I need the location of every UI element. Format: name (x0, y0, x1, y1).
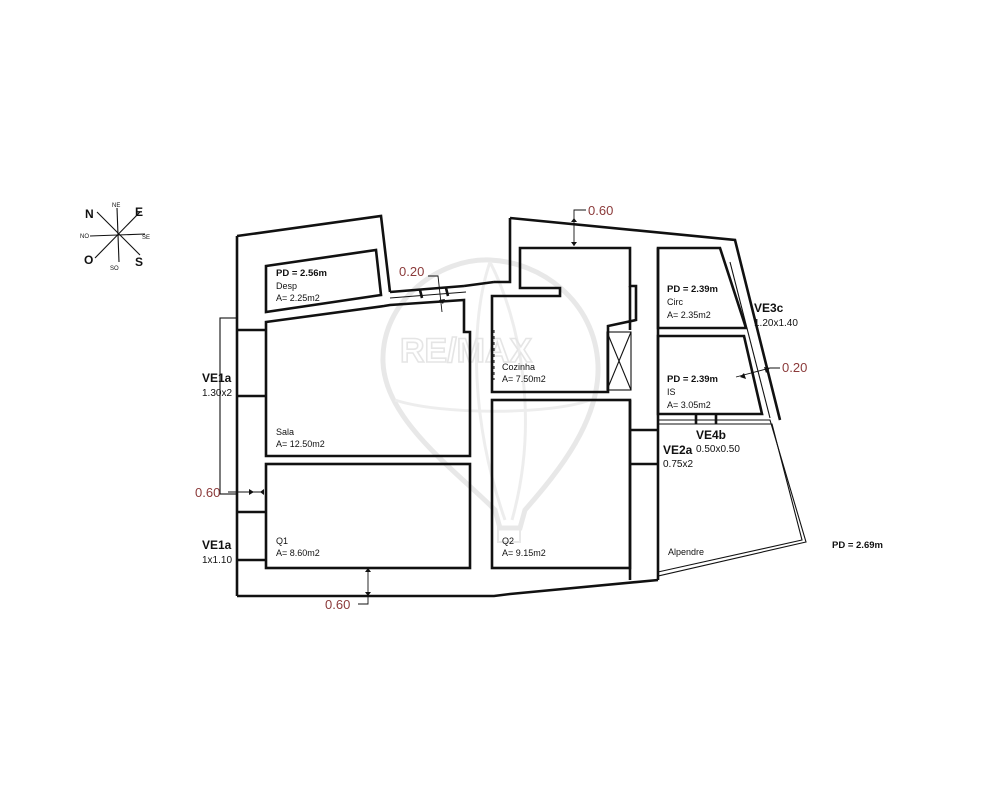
desp-pd: PD = 2.56m (276, 268, 327, 279)
ve2a-code: VE2a (663, 443, 693, 457)
alpendre-pd: PD = 2.69m (832, 540, 883, 551)
room-desp (264, 248, 383, 314)
circ-pd: PD = 2.39m (667, 284, 718, 295)
cozinha-area: A= 7.50m2 (502, 374, 546, 384)
watermark-brand: RE/MAX (400, 332, 533, 370)
ve1a-top-size: 1.30x2 (202, 388, 232, 399)
ve2a-size: 0.75x2 (663, 459, 693, 470)
cozinha-name: Cozinha (502, 362, 535, 372)
dim-left-text: 0.60 (195, 485, 220, 500)
sala-area: A= 12.50m2 (276, 439, 325, 449)
q2-name: Q2 (502, 536, 514, 546)
compass-o: O (84, 253, 93, 267)
compass-so: SO (110, 266, 119, 272)
ve1a-top-code: VE1a (202, 371, 232, 385)
circ-name: Circ (667, 297, 683, 307)
dim-right-mid-text: 0.20 (782, 360, 807, 375)
dim-top-right: 0.60 (571, 203, 613, 246)
compass-e: E (135, 205, 143, 219)
ve3c-code: VE3c (754, 301, 784, 315)
desp-name: Desp (276, 281, 297, 291)
is-area: A= 3.05m2 (667, 400, 711, 410)
dim-right-mid: 0.20 (735, 360, 807, 379)
circ-area: A= 2.35m2 (667, 310, 711, 320)
ve4b-code: VE4b (696, 428, 726, 442)
q2-area: A= 9.15m2 (502, 548, 546, 558)
dim-top-mid-text: 0.20 (399, 264, 424, 279)
ve1a-bottom-code: VE1a (202, 538, 232, 552)
q1-name: Q1 (276, 536, 288, 546)
ve3c-size: 1.20x1.40 (754, 318, 798, 329)
room-sala (264, 298, 472, 458)
compass-rose: N E S O NE SE SO NO (80, 203, 150, 272)
compass-ne: NE (112, 203, 120, 209)
ve1a-bottom-size: 1x1.10 (202, 555, 232, 566)
compass-n: N (85, 207, 94, 221)
sala-name: Sala (276, 427, 294, 437)
is-name: IS (667, 387, 676, 397)
ve4b-size: 0.50x0.50 (696, 444, 740, 455)
dim-top-mid: 0.20 (399, 264, 445, 313)
window-marks (219, 287, 718, 562)
compass-s: S (135, 255, 143, 269)
compass-se: SE (142, 235, 150, 241)
dim-bottom-text: 0.60 (325, 597, 350, 612)
dim-bottom: 0.60 (325, 568, 371, 612)
dim-top-right-text: 0.60 (588, 203, 613, 218)
watermark: RE/MAX (380, 257, 601, 543)
q1-area: A= 8.60m2 (276, 548, 320, 558)
dim-left: 0.60 (195, 485, 264, 500)
compass-no: NO (80, 234, 89, 240)
alpendre-name: Alpendre (668, 547, 704, 557)
desp-area: A= 2.25m2 (276, 293, 320, 303)
is-pd: PD = 2.39m (667, 374, 718, 385)
